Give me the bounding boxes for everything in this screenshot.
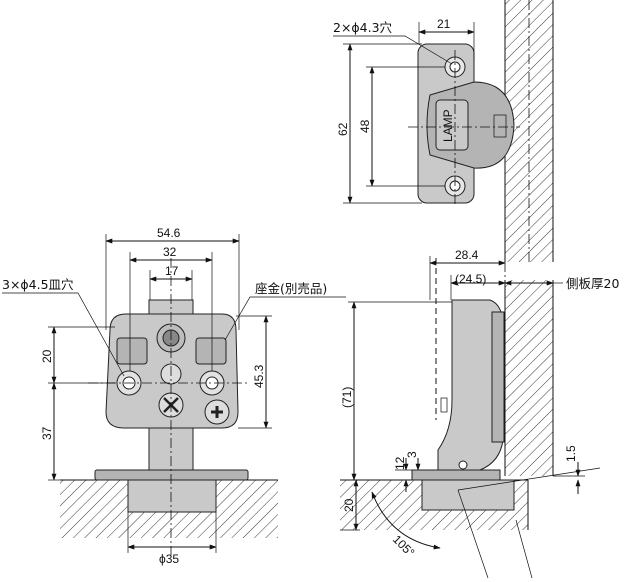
hinge-cup-front [127, 479, 217, 513]
front-hole-right [199, 370, 225, 396]
washer-note: 座金(別売品) [255, 281, 327, 296]
front-dim-cup-dia: ϕ35 [159, 552, 179, 566]
side-dim-height: (71) [340, 387, 354, 408]
front-dim-overall-width: 54.6 [157, 226, 181, 240]
side-dim-offset: (24.5) [455, 272, 486, 286]
side-dim-1-5: 1.5 [564, 445, 578, 462]
brand-mark: LAMP [441, 109, 455, 142]
top-dim-hole-height: 48 [358, 119, 372, 133]
side-view: 28.4 (24.5) 側板厚20 (71) 12 3 1.5 20 [340, 248, 619, 579]
front-dim-height: 45.3 [252, 364, 266, 388]
front-dim-lower: 37 [40, 426, 54, 440]
front-hole-note: 3×ϕ4.5皿穴 [2, 277, 74, 292]
hinge-cup-side [421, 479, 515, 511]
front-dim-center-width: 17 [165, 264, 179, 278]
top-dim-outer-height: 62 [336, 122, 350, 136]
side-panel-note: 側板厚20 [566, 276, 619, 291]
side-dim-20: 20 [342, 498, 356, 512]
front-dim-upper: 20 [40, 349, 54, 363]
top-dim-width: 21 [437, 17, 451, 31]
front-hole-left [116, 370, 142, 396]
top-hole-note: 2×ϕ4.3穴 [333, 20, 393, 35]
top-view: LAMP 21 2×ϕ4.3穴 62 48 [333, 0, 554, 262]
side-panel-side [505, 280, 553, 476]
front-view: 54.6 32 17 3×ϕ4.5皿穴 座金(別売品) 20 37 45.3 [2, 226, 346, 566]
hinge-arm-side [437, 299, 504, 471]
side-opening-angle: 105° [390, 532, 418, 560]
side-dim-12: 12 [393, 456, 407, 470]
side-dim-depth: 28.4 [455, 248, 479, 262]
washer-front [116, 337, 148, 365]
front-dim-hole-pitch: 32 [163, 245, 177, 259]
phillips-screw-icon [204, 399, 230, 425]
side-dim-3: 3 [405, 451, 419, 458]
